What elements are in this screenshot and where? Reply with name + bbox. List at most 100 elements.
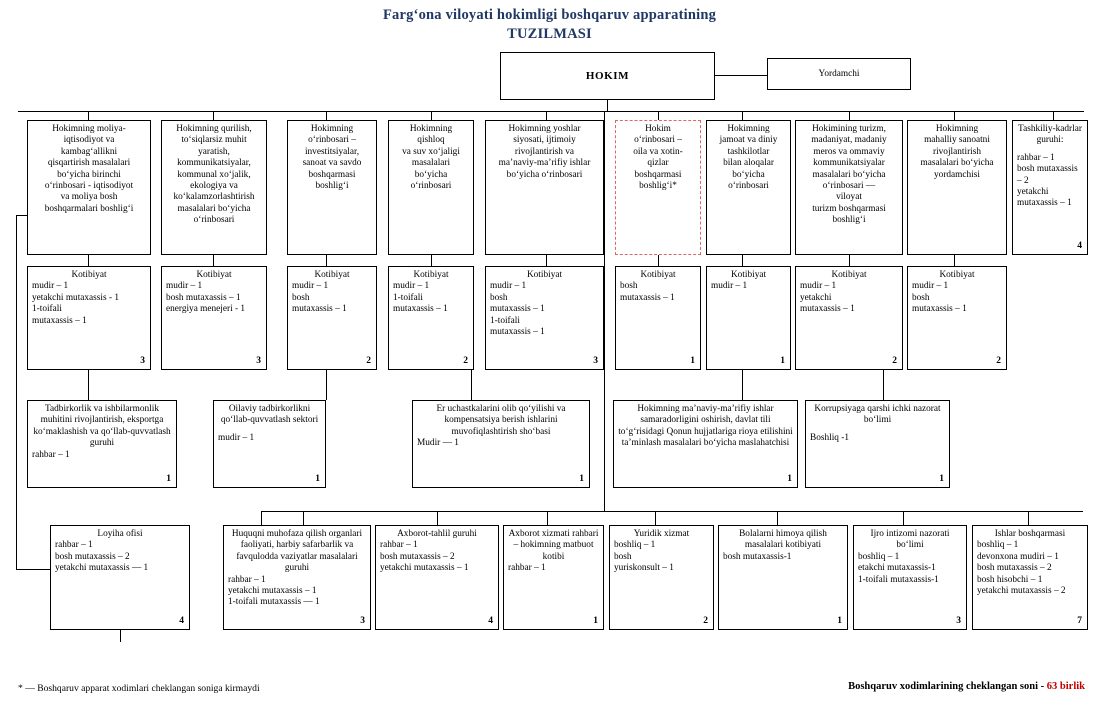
row4-4-count: 2 xyxy=(703,615,708,626)
secretariat-5-count: 1 xyxy=(690,355,695,366)
drop-hr-group xyxy=(1053,111,1054,120)
deputy-box-8[interactable]: Hokimning mahalliy sanoatni rivojlantiri… xyxy=(907,120,1007,255)
connector-hokim-assistant xyxy=(715,75,767,76)
row4-box-6[interactable]: Ijro intizomi nazorati bo‘limi boshliq –… xyxy=(853,525,967,630)
row3-4-count: 1 xyxy=(939,473,944,484)
secretariat-7-header: Kotibiyat xyxy=(831,270,867,280)
secretariat-1-count: 3 xyxy=(256,355,261,366)
hr-group-box[interactable]: Tashkiliy-kadrlar guruhi: rahbar – 1 bos… xyxy=(1012,120,1088,255)
drop-deputy-1 xyxy=(213,111,214,120)
drop-row4-3 xyxy=(547,511,548,525)
deputy-box-7[interactable]: Hokimining turizm, madaniyat, madaniy me… xyxy=(795,120,903,255)
row3-2-header: Er uchastkalarini olib qo‘yilishi va kom… xyxy=(436,404,566,437)
secretariat-4-header: Kotibiyat xyxy=(526,270,563,280)
row4-box-2[interactable]: Axborot-tahlil guruhi rahbar – 1 bosh mu… xyxy=(375,525,499,630)
row3-2-body: Mudir — 1 xyxy=(417,438,459,449)
row4-0-count: 4 xyxy=(179,615,184,626)
bus-row4 xyxy=(261,511,1083,512)
row4-6-header: Ijro intizomi nazorati bo‘limi xyxy=(870,529,950,551)
bus-row1 xyxy=(18,111,1084,112)
link-dep4-sec4 xyxy=(546,255,547,266)
row3-0-header: Tadbirkorlik va ishbilarmonlik muhitini … xyxy=(33,404,171,449)
deputy-box-7-text: Hokimining turizm, madaniyat, madaniy me… xyxy=(811,124,887,226)
row3-box-2[interactable]: Er uchastkalarini olib qo‘yilishi va kom… xyxy=(412,400,590,488)
title-line-2: TUZILMASI xyxy=(507,26,592,42)
link-dep3-sec3 xyxy=(431,255,432,266)
row3-2-count: 1 xyxy=(579,473,584,484)
deputy-box-6[interactable]: Hokimning jamoat va diniy tashkilotlar b… xyxy=(706,120,791,255)
deputy-box-0[interactable]: Hokimning moliya- iqtisodiyot va kambag‘… xyxy=(27,120,151,255)
row3-box-1[interactable]: Oilaviy tadbirkorlikni qo‘llab-quvvatlas… xyxy=(213,400,326,488)
total-staff-text: Boshqaruv xodimlarining cheklangan soni … xyxy=(848,681,1047,692)
row4-4-body: boshliq – 1 bosh yuriskonsult – 1 xyxy=(614,540,674,574)
deputy-box-1[interactable]: Hokimning qurilish, to‘siqlarsiz muhit y… xyxy=(161,120,267,255)
drop-row4-4 xyxy=(655,511,656,525)
link-sec2-row3-1 xyxy=(326,370,327,400)
row4-2-header: Axborot-tahlil guruhi xyxy=(397,529,477,539)
secretariat-4-body: mudir – 1 bosh mutaxassis – 1 1-toifali … xyxy=(490,281,545,338)
assistant-box[interactable]: Yordamchi xyxy=(767,58,911,90)
deputy-box-3[interactable]: Hokimning qishloq va suv xo‘jaligi masal… xyxy=(388,120,474,255)
secretariat-box-2[interactable]: Kotibiyat mudir – 1 bosh mutaxassis – 1 … xyxy=(287,266,377,370)
secretariat-box-1[interactable]: Kotibiyat mudir – 1 bosh mutaxassis – 1 … xyxy=(161,266,267,370)
deputy-box-5-family-women[interactable]: Hokim o‘rinbosari – oila va xotin- qizla… xyxy=(615,120,701,255)
row4-3-header: Axborot xizmati rahbari – hokimning matb… xyxy=(508,529,599,562)
secretariat-0-header: Kotibiyat xyxy=(71,270,107,280)
row3-1-body: mudir – 1 xyxy=(218,432,255,443)
secretariat-7-body: mudir – 1 yetakchi mutaxassis – 1 xyxy=(800,281,855,315)
secretariat-2-count: 2 xyxy=(366,355,371,366)
row4-1-header: Huquqni muhofaza qilish organlari faoliy… xyxy=(231,529,363,574)
left-spine xyxy=(16,215,17,569)
total-staff-value: 63 birlik xyxy=(1046,681,1085,692)
row4-3-body: rahbar – 1 xyxy=(508,563,546,574)
row3-3-header: Hokimning ma’naviy-ma’rifiy ishlar samar… xyxy=(618,404,793,449)
row4-box-4[interactable]: Yuridik xizmat boshliq – 1 bosh yuriskon… xyxy=(609,525,714,630)
link-sec0-row3-0 xyxy=(88,370,89,400)
row4-box-0[interactable]: Loyiha ofisi rahbar – 1 bosh mutaxassis … xyxy=(50,525,190,630)
hokim-box[interactable]: HOKIM xyxy=(500,52,715,100)
row4-box-7[interactable]: Ishlar boshqarmasi boshliq – 1 devonxona… xyxy=(972,525,1088,630)
row3-0-body: rahbar – 1 xyxy=(32,449,70,460)
row4-box-3[interactable]: Axborot xizmati rahbari – hokimning matb… xyxy=(503,525,604,630)
link-sec5-row3-3 xyxy=(742,370,743,400)
row4-7-header: Ishlar boshqarmasi xyxy=(994,529,1066,539)
link-dep8-sec8 xyxy=(954,255,955,266)
deputy-box-0-text: Hokimning moliya- iqtisodiyot va kambag‘… xyxy=(44,124,134,214)
secretariat-box-3[interactable]: Kotibiyat mudir – 1 1-toifali mutaxassis… xyxy=(388,266,474,370)
secretariat-6-header: Kotibiyat xyxy=(730,270,767,280)
row4-4-header: Yuridik xizmat xyxy=(633,529,690,539)
secretariat-3-count: 2 xyxy=(463,355,468,366)
secretariat-6-count: 1 xyxy=(780,355,785,366)
link-dep2-sec2 xyxy=(326,255,327,266)
row4-0-header: Loyiha ofisi xyxy=(97,529,143,539)
row3-box-3[interactable]: Hokimning ma’naviy-ma’rifiy ishlar samar… xyxy=(613,400,798,488)
row3-4-header: Korrupsiyaga qarshi ichki nazorat bo‘lim… xyxy=(814,404,941,426)
row4-box-1[interactable]: Huquqni muhofaza qilish organlari faoliy… xyxy=(223,525,371,630)
secretariat-1-header: Kotibiyat xyxy=(196,270,232,280)
deputy-box-4[interactable]: Hokimning yoshlar siyosati, ijtimoiy riv… xyxy=(485,120,604,255)
row4-1-body: rahbar – 1 yetakchi mutaxassis – 1 1-toi… xyxy=(228,574,320,608)
row3-box-0[interactable]: Tadbirkorlik va ishbilarmonlik muhitini … xyxy=(27,400,177,488)
hr-group-header: Tashkiliy-kadrlar guruhi: xyxy=(1018,124,1082,146)
page-title: Farg‘ona viloyati hokimligi boshqaruv ap… xyxy=(0,6,1099,44)
deputy-box-8-text: Hokimning mahalliy sanoatni rivojlantiri… xyxy=(920,124,994,180)
deputy-box-5-text: Hokim o‘rinbosari – oila va xotin- qizla… xyxy=(633,124,683,192)
secretariat-box-8[interactable]: Kotibiyat mudir – 1 bosh mutaxassis – 1 … xyxy=(907,266,1007,370)
hr-group-count: 4 xyxy=(1077,240,1082,251)
secretariat-box-5[interactable]: Kotibiyat bosh mutaxassis – 1 1 xyxy=(615,266,701,370)
secretariat-box-4[interactable]: Kotibiyat mudir – 1 bosh mutaxassis – 1 … xyxy=(485,266,604,370)
row4-6-body: boshliq – 1 etakchi mutaxassis-1 1-toifa… xyxy=(858,551,939,585)
row3-1-header: Oilaviy tadbirkorlikni qo‘llab-quvvatlas… xyxy=(220,404,319,426)
drop-deputy-8 xyxy=(954,111,955,120)
deputy-box-2[interactable]: Hokimning o‘rinbosari – investitsiyalar,… xyxy=(287,120,377,255)
drop-deputy-5 xyxy=(658,111,659,120)
secretariat-box-0[interactable]: Kotibiyat mudir – 1 yetakchi mutaxassis … xyxy=(27,266,151,370)
secretariat-box-6[interactable]: Kotibiyat mudir – 1 1 xyxy=(706,266,791,370)
row4-box-5[interactable]: Bolalarni himoya qilish masalalari kotib… xyxy=(718,525,848,630)
link-sec4-row3-2 xyxy=(471,370,472,400)
row3-4-body: Boshliq -1 xyxy=(810,432,849,443)
secretariat-box-7[interactable]: Kotibiyat mudir – 1 yetakchi mutaxassis … xyxy=(795,266,903,370)
row3-box-4[interactable]: Korrupsiyaga qarshi ichki nazorat bo‘lim… xyxy=(805,400,950,488)
row4-7-count: 7 xyxy=(1077,615,1082,626)
